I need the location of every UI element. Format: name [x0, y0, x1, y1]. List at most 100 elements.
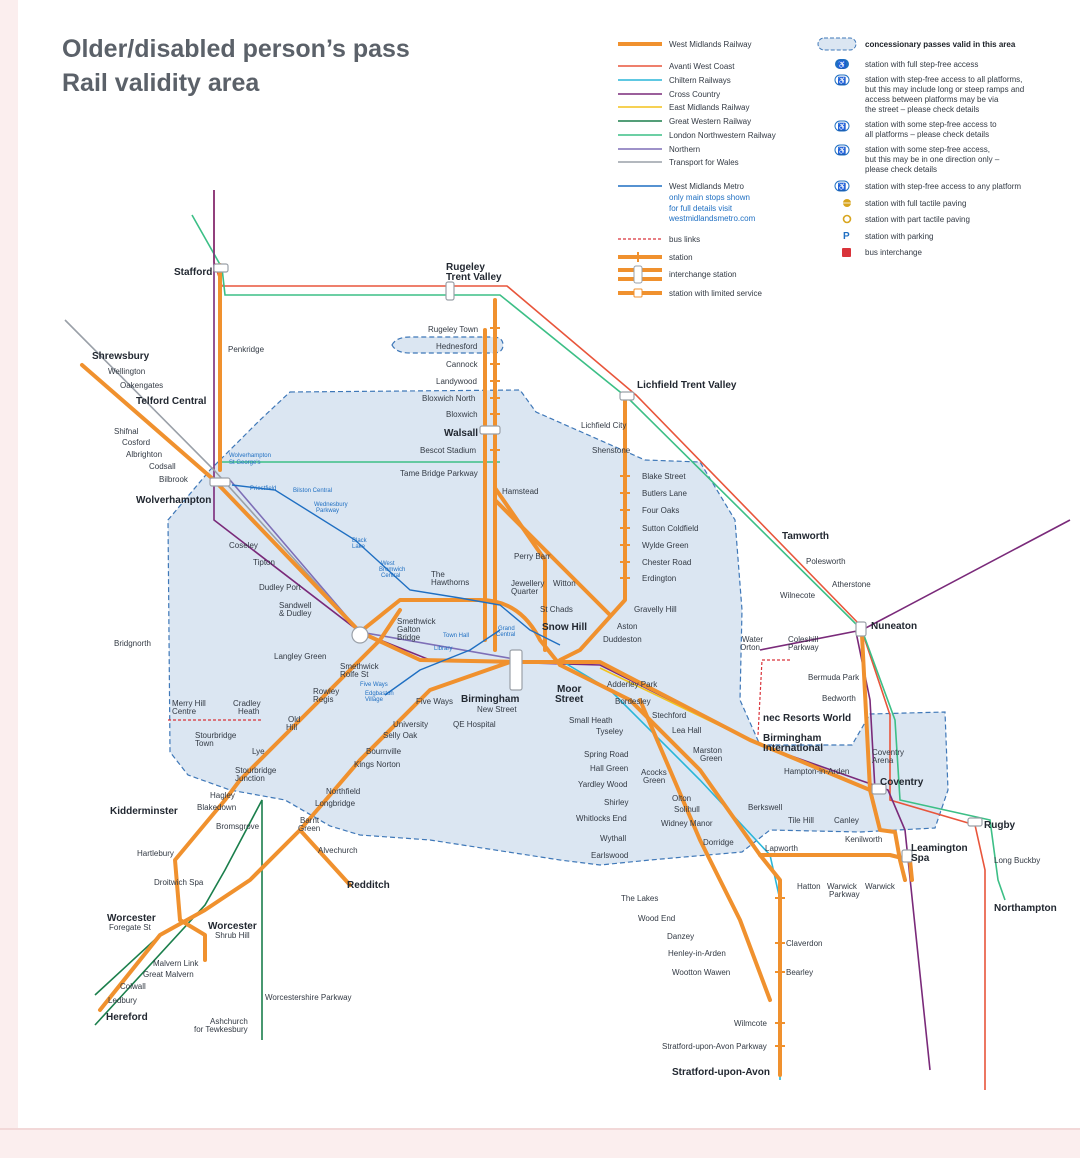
station-bridgnorth: Bridgnorth: [114, 639, 151, 648]
station-hall-green: Hall Green: [590, 764, 628, 773]
station-tipton: Tipton: [253, 558, 275, 567]
station-canley: Canley: [834, 816, 859, 825]
metro-west-bromwich-3: Central: [381, 573, 400, 579]
station-coleshill-2: Parkway: [788, 643, 819, 652]
bus-links: [168, 659, 790, 736]
metro-wednesbury-1: Wednesbury: [314, 502, 348, 508]
station-alvechurch: Alvechurch: [318, 846, 358, 855]
access-icon-full: ♿: [835, 59, 849, 69]
station-stratford: Stratford-upon-Avon: [672, 1067, 770, 1078]
metro-edgbaston-2: Village: [365, 697, 384, 703]
station-tyseley: Tyseley: [596, 727, 623, 736]
station-st-chads: St Chads: [540, 605, 573, 614]
station-selly-oak: Selly Oak: [383, 731, 418, 740]
station-water-orton-1: Water: [742, 635, 763, 644]
wheelchair-icon: ♿: [838, 76, 847, 85]
station-berkswell: Berkswell: [748, 803, 782, 812]
station-hawthorns-2: Hawthorns: [431, 578, 469, 587]
metro-grand-central-1: Grand: [498, 626, 515, 632]
legend-full-step-free: station with full step-free access: [865, 60, 978, 69]
station-northampton: Northampton: [994, 903, 1057, 914]
metro-wolverhampton-sg-2: St George's: [229, 460, 261, 466]
station-cannock: Cannock: [446, 360, 479, 369]
station-wylde-green: Wylde Green: [642, 541, 689, 550]
station-rowley-1: Rowley: [313, 687, 339, 696]
legend-bus-interchange: bus interchange: [865, 248, 922, 257]
station-warwick: Warwick: [865, 882, 896, 891]
station-kings-norton: Kings Norton: [354, 760, 400, 769]
legend-sf-all-1: station with step-free access to all pla…: [865, 75, 1022, 84]
metro-west-bromwich-1: West: [381, 561, 395, 567]
station-hampton-in-arden: Hampton-in-Arden: [784, 767, 849, 776]
station-smethwick-gb-2: Galton: [397, 625, 421, 634]
station-shirley: Shirley: [604, 798, 628, 807]
metro-priestfield: Priestfield: [250, 486, 276, 492]
station-wythall: Wythall: [600, 834, 626, 843]
station-birmingham-ns-2: New Street: [477, 705, 517, 714]
station-worcester-fs-1: Worcester: [107, 913, 156, 924]
page-margin: [0, 0, 18, 1156]
station-shifnal: Shifnal: [114, 427, 139, 436]
access-icon-some-direction: ♿: [834, 144, 850, 156]
legend-bus-links: bus links: [669, 235, 700, 244]
station-northfield: Northfield: [326, 787, 360, 796]
station-smethwick-rs-2: Rolfe St: [340, 670, 369, 679]
station-bearley: Bearley: [786, 968, 813, 977]
station-bham-intl-2: International: [763, 743, 823, 754]
station-warwick-parkway-1: Warwick: [827, 882, 858, 891]
legend-some-2: all platforms – please check details: [865, 130, 989, 139]
new-street-marker: [509, 649, 523, 691]
station-university: University: [393, 720, 428, 729]
station-landywood: Landywood: [436, 377, 477, 386]
station-bermuda-park: Bermuda Park: [808, 673, 860, 682]
station-longbridge: Longbridge: [315, 799, 356, 808]
station-tamworth: Tamworth: [782, 531, 829, 542]
station-bilbrook: Bilbrook: [159, 475, 189, 484]
page-footer-band: [0, 1128, 1080, 1158]
legend-metro-note-3[interactable]: westmidlandsmetro.com: [668, 214, 756, 223]
station-telford: Telford Central: [136, 396, 207, 407]
wheelchair-icon: ♿: [838, 60, 847, 69]
station-hatton: Hatton: [797, 882, 821, 891]
access-icon-some: ♿: [834, 120, 850, 132]
station-redditch: Redditch: [347, 880, 390, 891]
validity-area: [167, 336, 949, 866]
station-bordesley: Bordesley: [615, 697, 651, 706]
station-blakedown: Blakedown: [197, 803, 236, 812]
station-birmingham-ns-1: Birmingham: [461, 694, 519, 705]
station-worcester-fs-2: Foregate St: [109, 923, 152, 932]
metro-five-ways: Five Ways: [360, 682, 388, 688]
station-dudley-port: Dudley Port: [259, 583, 302, 592]
walsall-marker: [479, 425, 501, 435]
metro-black-lake-1: Black: [352, 538, 368, 544]
station-wootton-wawen: Wootton Wawen: [672, 968, 730, 977]
station-small-heath: Small Heath: [569, 716, 613, 725]
station-lea-hall: Lea Hall: [672, 726, 702, 735]
metro-wolverhampton-sg-1: Wolverhampton: [229, 453, 271, 459]
station-leamington-1: Leamington: [911, 843, 968, 854]
station-cradley-2: Heath: [238, 707, 259, 716]
station-shenstone: Shenstone: [592, 446, 631, 455]
station-smethwick-rs-1: Smethwick: [340, 662, 380, 671]
station-lichfield-city: Lichfield City: [581, 421, 626, 430]
station-rugeley-tv-2: Trent Valley: [446, 272, 502, 283]
wmr-cross-city-north: [558, 398, 627, 662]
station-jq-1: Jewellery: [511, 579, 544, 588]
legend: West Midlands Railway Avanti West Coast …: [618, 37, 1024, 298]
station-kenilworth: Kenilworth: [845, 835, 882, 844]
station-hereford: Hereford: [106, 1012, 148, 1023]
station-wolverhampton: Wolverhampton: [136, 495, 211, 506]
wmr-leamington: [758, 853, 914, 882]
legend-chiltern: Chiltern Railways: [669, 76, 731, 85]
station-snow-hill: Snow Hill: [542, 622, 587, 633]
station-leamington-2: Spa: [911, 853, 930, 864]
metro-black-lake-2: Lake: [352, 544, 366, 550]
station-stourbridge-jn-1: Stourbridge: [235, 766, 277, 775]
wmr-lines: [80, 263, 914, 1077]
metro-town-hall: Town Hall: [443, 633, 469, 639]
legend-some-dir-3: please check details: [865, 165, 937, 174]
station-blake-street: Blake Street: [642, 472, 686, 481]
station-bham-intl-1: Birmingham: [763, 733, 821, 744]
station-malvern-link: Malvern Link: [153, 959, 199, 968]
line-gwr-2: [94, 934, 161, 996]
